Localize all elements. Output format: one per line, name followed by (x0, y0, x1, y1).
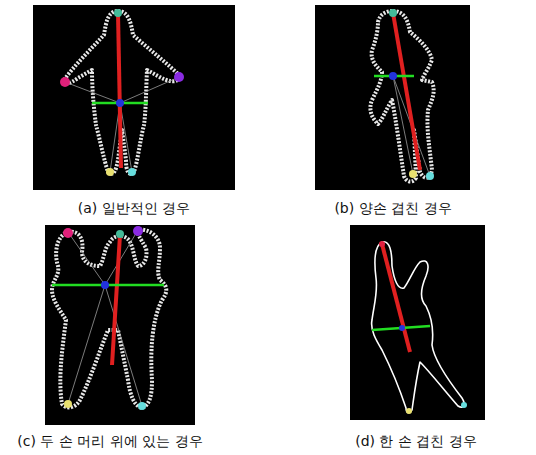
panel-b (315, 5, 470, 190)
panel-caption: (b) 양손 겹친 경우 (334, 199, 451, 217)
panel-caption: (c) 두 손 머리 위에 있는 경우 (17, 432, 202, 450)
panel-c (45, 225, 195, 425)
panel-caption: (d) 한 손 겹친 경우 (355, 432, 477, 450)
panel-caption: (a) 일반적인 경우 (78, 199, 190, 217)
panel-d (350, 225, 485, 420)
panel-a (33, 5, 235, 190)
